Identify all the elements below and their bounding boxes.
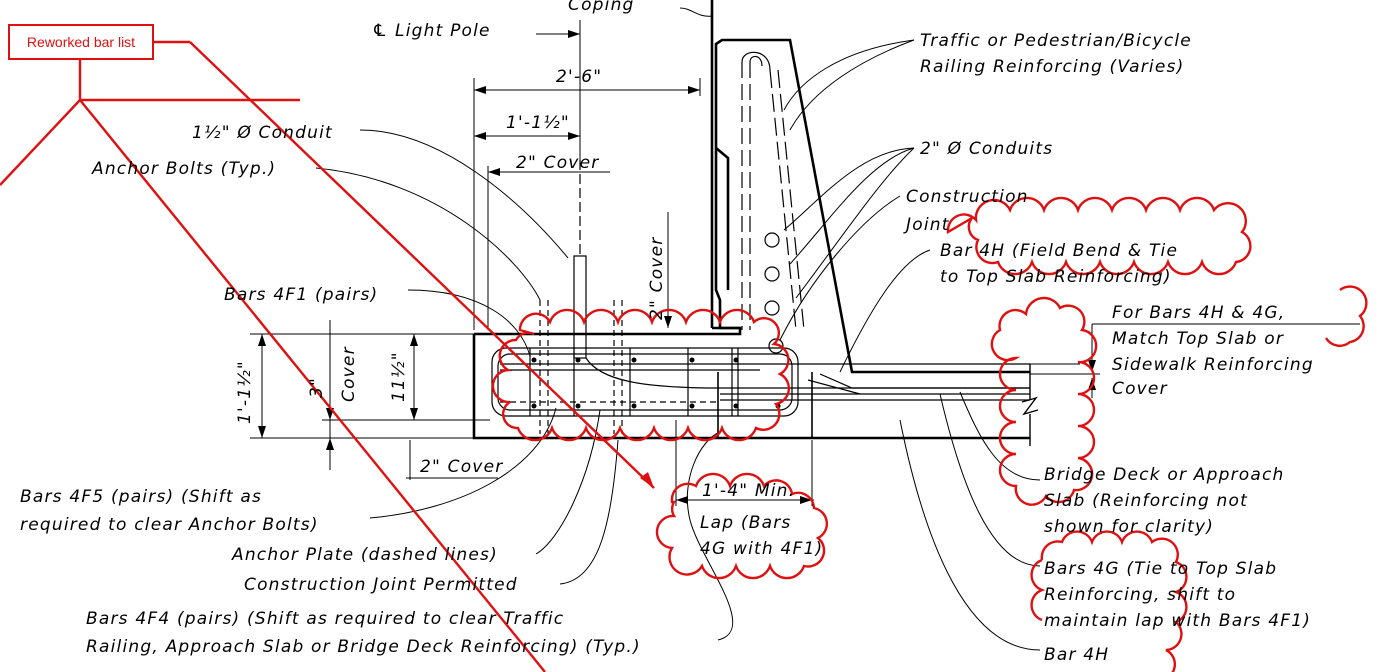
revision-cloud-bar4h [946, 196, 1252, 276]
label-cover-top: 2" Cover [516, 153, 599, 173]
label-bars-4f4-line1: Bars 4F4 (pairs) (Shift as required to c… [86, 609, 564, 629]
revision-cloud-cover-right [1324, 285, 1368, 347]
label-cj-line2: Joint [903, 215, 950, 235]
label-traffic-line2: Railing Reinforcing (Varies) [920, 57, 1184, 77]
label-bars-4f4-line2: Railing, Approach Slab or Bridge Deck Re… [86, 637, 641, 657]
label-lap-dim: 1'-4" Min. [702, 481, 795, 501]
label-bar4h-line1: Bar 4H (Field Bend & Tie [940, 241, 1178, 261]
markup-leader-e [79, 99, 546, 672]
label-lap-line2: 4G with 4F1) [700, 539, 823, 559]
label-dim-11-5: 11½" [389, 351, 409, 402]
revision-stamp: Reworked bar list [8, 24, 154, 60]
concrete-outline [472, 0, 1030, 440]
label-anchor-plate: Anchor Plate (dashed lines) [231, 545, 498, 565]
revision-markup [0, 40, 1368, 672]
leader-lines [315, 39, 1041, 651]
label-coping: Coping [568, 0, 635, 15]
label-deck-line1: Bridge Deck or Approach [1044, 465, 1285, 485]
label-match-line3: Sidewalk Reinforcing [1112, 355, 1314, 375]
label-dim-3: 3" [307, 377, 327, 398]
label-anchor-bolts: Anchor Bolts (Typ.) [91, 159, 276, 179]
label-deck-line2: Slab (Reinforcing not [1044, 491, 1248, 511]
label-dim-2-6: 2'-6" [556, 67, 602, 87]
label-cj-line1: Construction [906, 187, 1029, 207]
label-light-pole: ℄ Light Pole [372, 21, 491, 41]
break-line [1021, 364, 1039, 446]
revision-cloud-bars4g-left [1030, 558, 1046, 622]
label-bars4g-line1: Bars 4G (Tie to Top Slab [1044, 559, 1277, 579]
revision-cloud-cover [990, 296, 1098, 506]
label-bars-4f5-line2: required to clear Anchor Bolts) [20, 515, 319, 535]
label-bar4h-bottom: Bar 4H [1044, 645, 1109, 665]
label-cover-vertical: 2" Cover [647, 237, 667, 320]
revision-cloud-slab [491, 308, 791, 442]
label-traffic-line1: Traffic or Pedestrian/Bicycle [920, 31, 1192, 51]
markup-leader-d [0, 99, 81, 186]
label-dim-vertical-1-1-5: 1'-1½" [235, 360, 255, 424]
label-bars-4f1: Bars 4F1 (pairs) [224, 285, 378, 305]
label-cover-bottom: 2" Cover [420, 457, 503, 477]
label-bars-4f5-line1: Bars 4F5 (pairs) (Shift as [20, 487, 262, 507]
label-match-line2: Match Top Slab or [1112, 329, 1284, 349]
revision-cloud-lap [655, 472, 829, 580]
label-cover-left: Cover [339, 346, 359, 402]
label-conduit: 1½" Ø Conduit [192, 123, 333, 143]
label-lap-line1: Lap (Bars [700, 513, 791, 533]
label-match-line1: For Bars 4H & 4G, [1112, 303, 1285, 323]
dimension-lines [250, 7, 1360, 506]
label-construction-joint-permitted: Construction Joint Permitted [244, 575, 518, 595]
label-bars4g-line2: Reinforcing, shift to [1044, 585, 1236, 605]
reinforcing-bars [491, 51, 1030, 434]
bar-section-dots [531, 357, 781, 409]
labels: Coping ℄ Light Pole 2'-6" 1'-1½" 1½" Ø C… [20, 0, 1314, 665]
revision-cloud-bars4g [1040, 530, 1188, 672]
markup-leader-b [189, 41, 655, 489]
revision-stamp-label: Reworked bar list [26, 34, 136, 50]
label-bars4g-line3: maintain lap with Bars 4F1) [1044, 611, 1311, 631]
label-deck-line3: shown for clarity) [1044, 517, 1214, 537]
label-match-line4: Cover [1112, 379, 1168, 399]
label-conduits-2: 2" Ø Conduits [920, 139, 1053, 159]
label-bar4h-line2: to Top Slab Reinforcing) [940, 267, 1172, 287]
label-dim-1-1-5: 1'-1½" [506, 113, 570, 133]
